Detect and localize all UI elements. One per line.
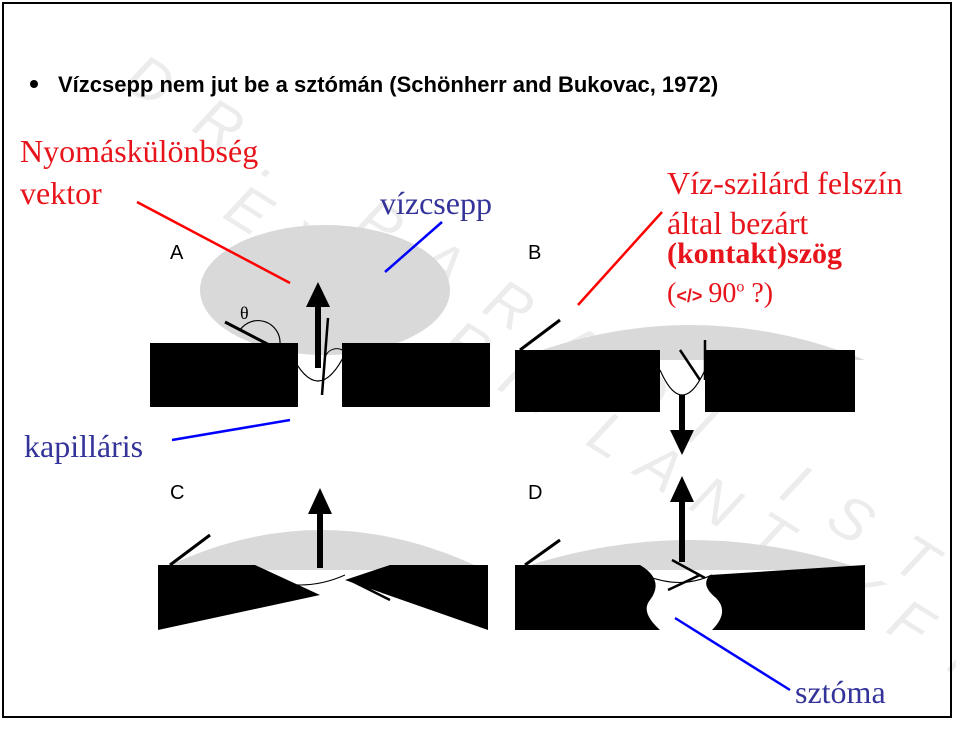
- leaf-block-c-right: [345, 565, 488, 630]
- meniscus-b: [659, 369, 706, 396]
- stoma-diagram: [136, 200, 865, 692]
- contact-line-d: [524, 538, 561, 567]
- panel-label-b: B: [528, 242, 542, 264]
- pressure-vector-label-line2: vektor: [20, 175, 102, 211]
- contact-line-a: [224, 320, 276, 350]
- leaf-block-b-left: [515, 350, 660, 412]
- leader-droplet: [384, 221, 443, 273]
- angle-value: 90: [708, 278, 737, 309]
- leaf-block-d-right: [706, 565, 865, 630]
- panel-label-d: D: [528, 482, 543, 504]
- contact-angle-label-line2: által bezárt: [667, 205, 809, 241]
- leaf-block-c-left: [158, 565, 320, 630]
- panel-label-c: C: [170, 482, 185, 504]
- leader-stoma: [674, 616, 791, 692]
- panel-b-graphic: [515, 318, 865, 455]
- pressure-arrow-head-d: [670, 476, 694, 502]
- droplet-d: [515, 540, 865, 570]
- stoma-label: sztóma: [795, 674, 886, 710]
- leaf-block-d-left: [515, 565, 660, 630]
- stoma-wall-d-2: [667, 573, 701, 592]
- meniscus-c: [254, 574, 346, 586]
- droplet-a: [200, 225, 450, 355]
- degree-symbol: o: [736, 278, 745, 296]
- panel-a-graphic: [150, 225, 490, 407]
- leaf-block-a-right: [342, 343, 490, 407]
- panel-c-graphic: [158, 488, 488, 630]
- leaf-block-b-right: [705, 350, 855, 412]
- stoma-wall-b: [678, 349, 702, 381]
- leader-capillary: [171, 418, 291, 442]
- droplet-label: vízcsepp: [380, 185, 492, 221]
- contact-line-c: [169, 533, 211, 567]
- less-greater-symbol: </>: [676, 286, 703, 306]
- angle-arc-a-right: [324, 348, 346, 359]
- bullet-dot-icon: [30, 80, 38, 89]
- pressure-arrow-head-a: [306, 282, 330, 307]
- contact-angle-label-line4: (</>90o ?): [667, 278, 773, 310]
- paren-open: (: [667, 278, 677, 309]
- pressure-arrow-head-c: [308, 488, 332, 514]
- bullet-text: Vízcsepp nem jut be a sztómán (Schönherr…: [58, 72, 719, 97]
- meniscus-d: [644, 574, 713, 583]
- leaf-block-a-left: [150, 343, 298, 407]
- bullet-heading: Vízcsepp nem jut be a sztómán (Schönherr…: [30, 72, 718, 98]
- capillary-label: kapilláris: [24, 428, 144, 464]
- panel-d-graphic: [515, 476, 865, 630]
- contact-angle-label-line3: (kontakt)szög: [667, 237, 843, 270]
- pressure-vector-label-line1: Nyomáskülönbség: [20, 133, 259, 169]
- contact-angle-label-line1: Víz-szilárd felszín: [667, 165, 903, 201]
- stoma-wall-c: [349, 578, 391, 602]
- panel-label-a: A: [170, 242, 184, 264]
- leader-contact-angle: [577, 211, 663, 306]
- meniscus-a: [289, 351, 347, 382]
- pressure-arrow-head-b: [670, 430, 694, 455]
- leader-pressure-vector: [136, 200, 291, 285]
- theta-arc-a: [239, 320, 281, 345]
- paren-close: ?): [744, 278, 774, 309]
- slide-frame: [2, 2, 952, 718]
- theta-symbol: θ: [240, 303, 249, 323]
- contact-line-b: [519, 318, 561, 352]
